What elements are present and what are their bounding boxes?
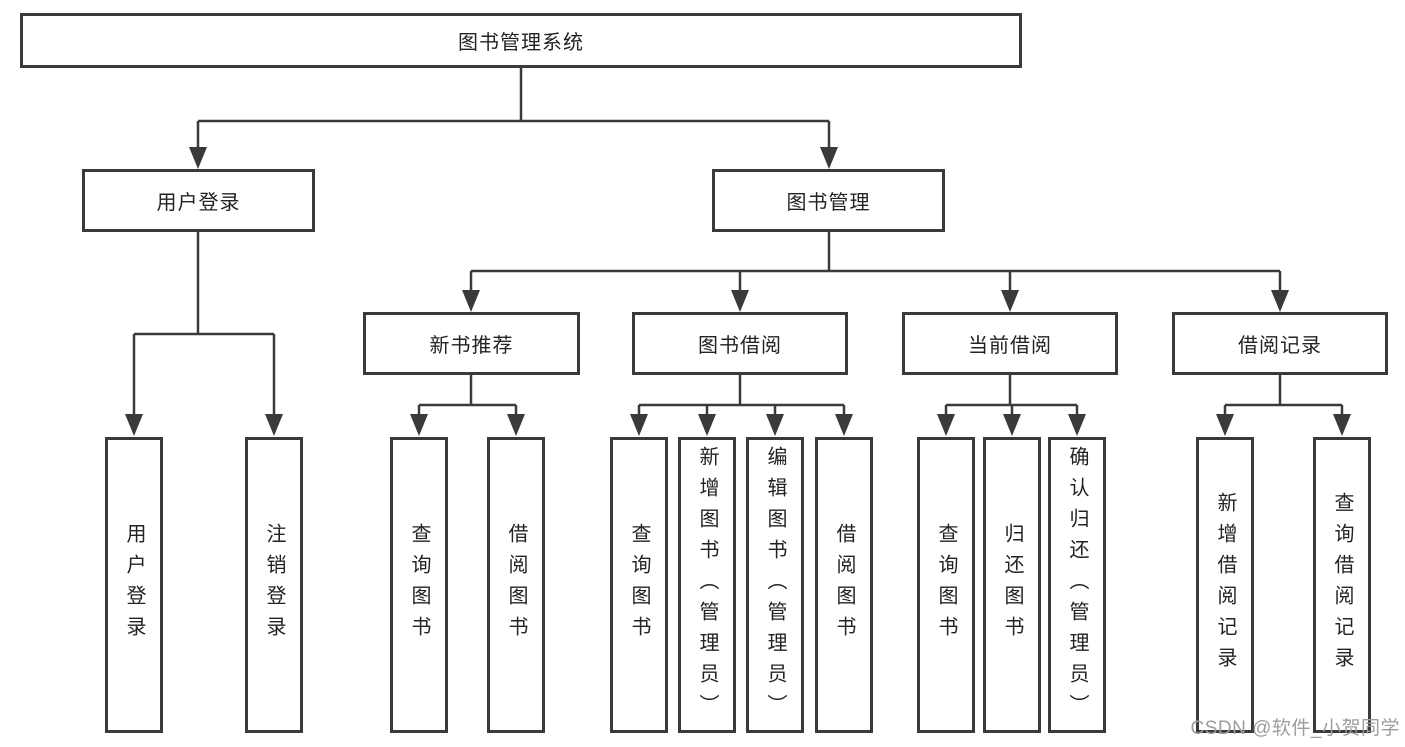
- csdn-watermark: CSDN @软件_小贺同学: [1190, 718, 1400, 739]
- leaf-query-books-borrowing: 查询图书: [610, 437, 668, 733]
- leaf-query-books-recommend: 查询图书: [390, 437, 448, 733]
- node-label: 新增图书（管理员）: [696, 445, 718, 725]
- leaf-confirm-return-admin: 确认归还（管理员）: [1048, 437, 1106, 733]
- node-label: 查询图书: [935, 523, 957, 647]
- node-label: 查询图书: [628, 523, 650, 647]
- leaf-edit-book-admin: 编辑图书（管理员）: [746, 437, 804, 733]
- node-label: 借阅记录: [1238, 335, 1322, 357]
- node-label: 新增借阅记录: [1214, 492, 1236, 678]
- leaf-borrow-books-recommend: 借阅图书: [487, 437, 545, 733]
- node-label: 确认归还（管理员）: [1066, 445, 1088, 725]
- leaf-add-book-admin: 新增图书（管理员）: [678, 437, 736, 733]
- node-label: 借阅图书: [505, 523, 527, 647]
- node-label: 用户登录: [156, 192, 241, 214]
- node-label: 图书管理系统: [458, 32, 584, 54]
- node-current-borrowing: 当前借阅: [902, 312, 1118, 375]
- leaf-query-books-current: 查询图书: [917, 437, 975, 733]
- node-library-management-system: 图书管理系统: [20, 13, 1022, 68]
- node-new-book-recommendation: 新书推荐: [363, 312, 580, 375]
- node-borrowing-records: 借阅记录: [1172, 312, 1388, 375]
- node-label: 借阅图书: [833, 523, 855, 647]
- leaf-add-borrow-record: 新增借阅记录: [1196, 437, 1254, 733]
- node-label: 查询图书: [408, 523, 430, 647]
- leaf-borrow-books: 借阅图书: [815, 437, 873, 733]
- leaf-return-books: 归还图书: [983, 437, 1041, 733]
- node-label: 新书推荐: [429, 335, 514, 357]
- node-label: 查询借阅记录: [1331, 492, 1353, 678]
- node-book-borrowing: 图书借阅: [632, 312, 848, 375]
- node-label: 注销登录: [263, 523, 285, 647]
- node-label: 图书管理: [786, 192, 871, 214]
- node-user-login-group: 用户登录: [82, 169, 315, 232]
- node-book-management: 图书管理: [712, 169, 945, 232]
- node-label: 归还图书: [1001, 523, 1023, 647]
- leaf-logout: 注销登录: [245, 437, 303, 733]
- node-label: 编辑图书（管理员）: [764, 445, 786, 725]
- node-label: 图书借阅: [698, 335, 782, 357]
- node-label: 当前借阅: [968, 335, 1052, 357]
- leaf-query-borrow-record: 查询借阅记录: [1313, 437, 1371, 733]
- leaf-user-login: 用户登录: [105, 437, 163, 733]
- node-label: 用户登录: [123, 523, 145, 647]
